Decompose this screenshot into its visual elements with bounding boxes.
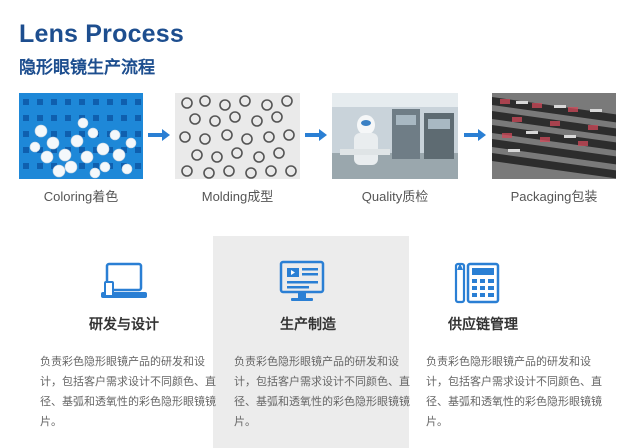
calculator-icon [454,262,500,304]
step-label-molding: Molding成型 [201,189,274,204]
feature-title-rnd: 研发与设计 [89,316,159,332]
feature-title-manufacturing: 生产制造 [280,316,336,332]
quality-photo [332,93,458,179]
step-label-packaging: Packaging包装 [510,189,598,204]
feature-desc-manufacturing: 负责彩色隐形眼镜产品的研发和设计，包括客户需求设计不同颜色、直径、基弧和透氧性的… [234,356,410,428]
step-label-quality: Quality质检 [361,189,429,204]
step-label-coloring: Coloring着色 [43,189,119,204]
feature-desc-rnd: 负责彩色隐形眼镜产品的研发和设计，包括客户需求设计不同颜色、直径、基弧和透氧性的… [40,356,216,428]
feature-title-supply-chain: 供应链管理 [448,316,518,332]
coloring-photo [19,93,143,179]
arrow-right-icon [464,129,486,141]
arrow-right-icon [148,129,170,141]
arrow-right-icon [305,129,327,141]
page-title: Lens Process [19,20,184,48]
molding-photo [175,93,300,179]
page-subtitle: 隐形眼镜生产流程 [19,58,155,77]
packaging-photo [492,93,616,179]
highlight-panel [213,236,409,448]
monitor-icon [279,260,325,301]
feature-desc-supply-chain: 负责彩色隐形眼镜产品的研发和设计，包括客户需求设计不同颜色、直径、基弧和透氧性的… [426,356,602,428]
laptop-icon [101,262,147,298]
